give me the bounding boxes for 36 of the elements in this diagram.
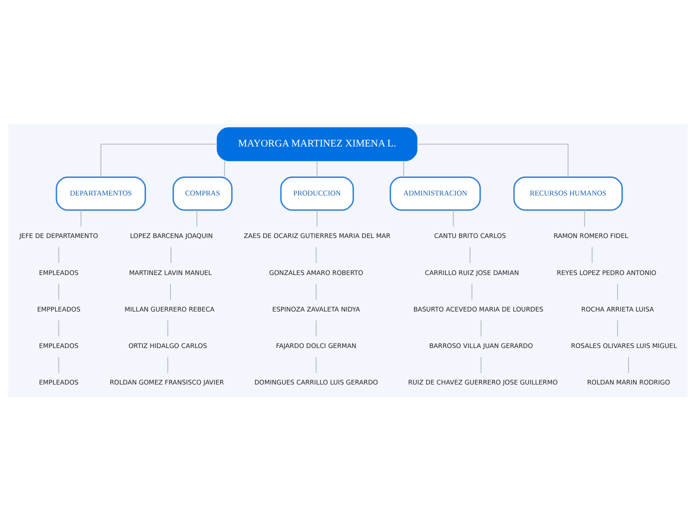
connector	[58, 246, 60, 263]
connector	[416, 143, 569, 177]
connector	[170, 282, 171, 300]
node-box: PRODUCCION	[280, 176, 354, 210]
connector	[316, 246, 317, 263]
connector	[316, 160, 318, 177]
connector	[584, 209, 586, 226]
node-box: ADMINISTRACION	[390, 176, 481, 210]
node-box: MAYORGA MARTINEZ XIMENA L.	[216, 126, 418, 161]
connector	[100, 143, 218, 177]
connector	[58, 319, 60, 336]
connector	[470, 246, 471, 263]
connector	[617, 319, 618, 336]
node-box: DEPARTAMENTOS	[56, 176, 146, 210]
connector	[480, 319, 482, 336]
connector	[80, 209, 82, 226]
connector	[617, 282, 618, 300]
connector	[316, 319, 317, 336]
connector	[58, 282, 60, 300]
connector	[592, 246, 593, 263]
connector	[403, 160, 404, 177]
connector	[58, 356, 60, 373]
connector	[316, 356, 317, 373]
node-box: COMPRAS	[172, 176, 233, 210]
node-box: RECURSOS HUMANOS	[513, 176, 623, 210]
connector	[471, 282, 472, 300]
connector	[480, 356, 482, 373]
connector	[170, 246, 172, 263]
connector	[196, 209, 198, 226]
connector	[224, 160, 226, 177]
connector	[167, 319, 168, 336]
connector	[452, 209, 454, 226]
connector	[628, 356, 630, 373]
connector	[167, 356, 168, 373]
connector	[316, 209, 318, 226]
connector	[316, 282, 317, 300]
